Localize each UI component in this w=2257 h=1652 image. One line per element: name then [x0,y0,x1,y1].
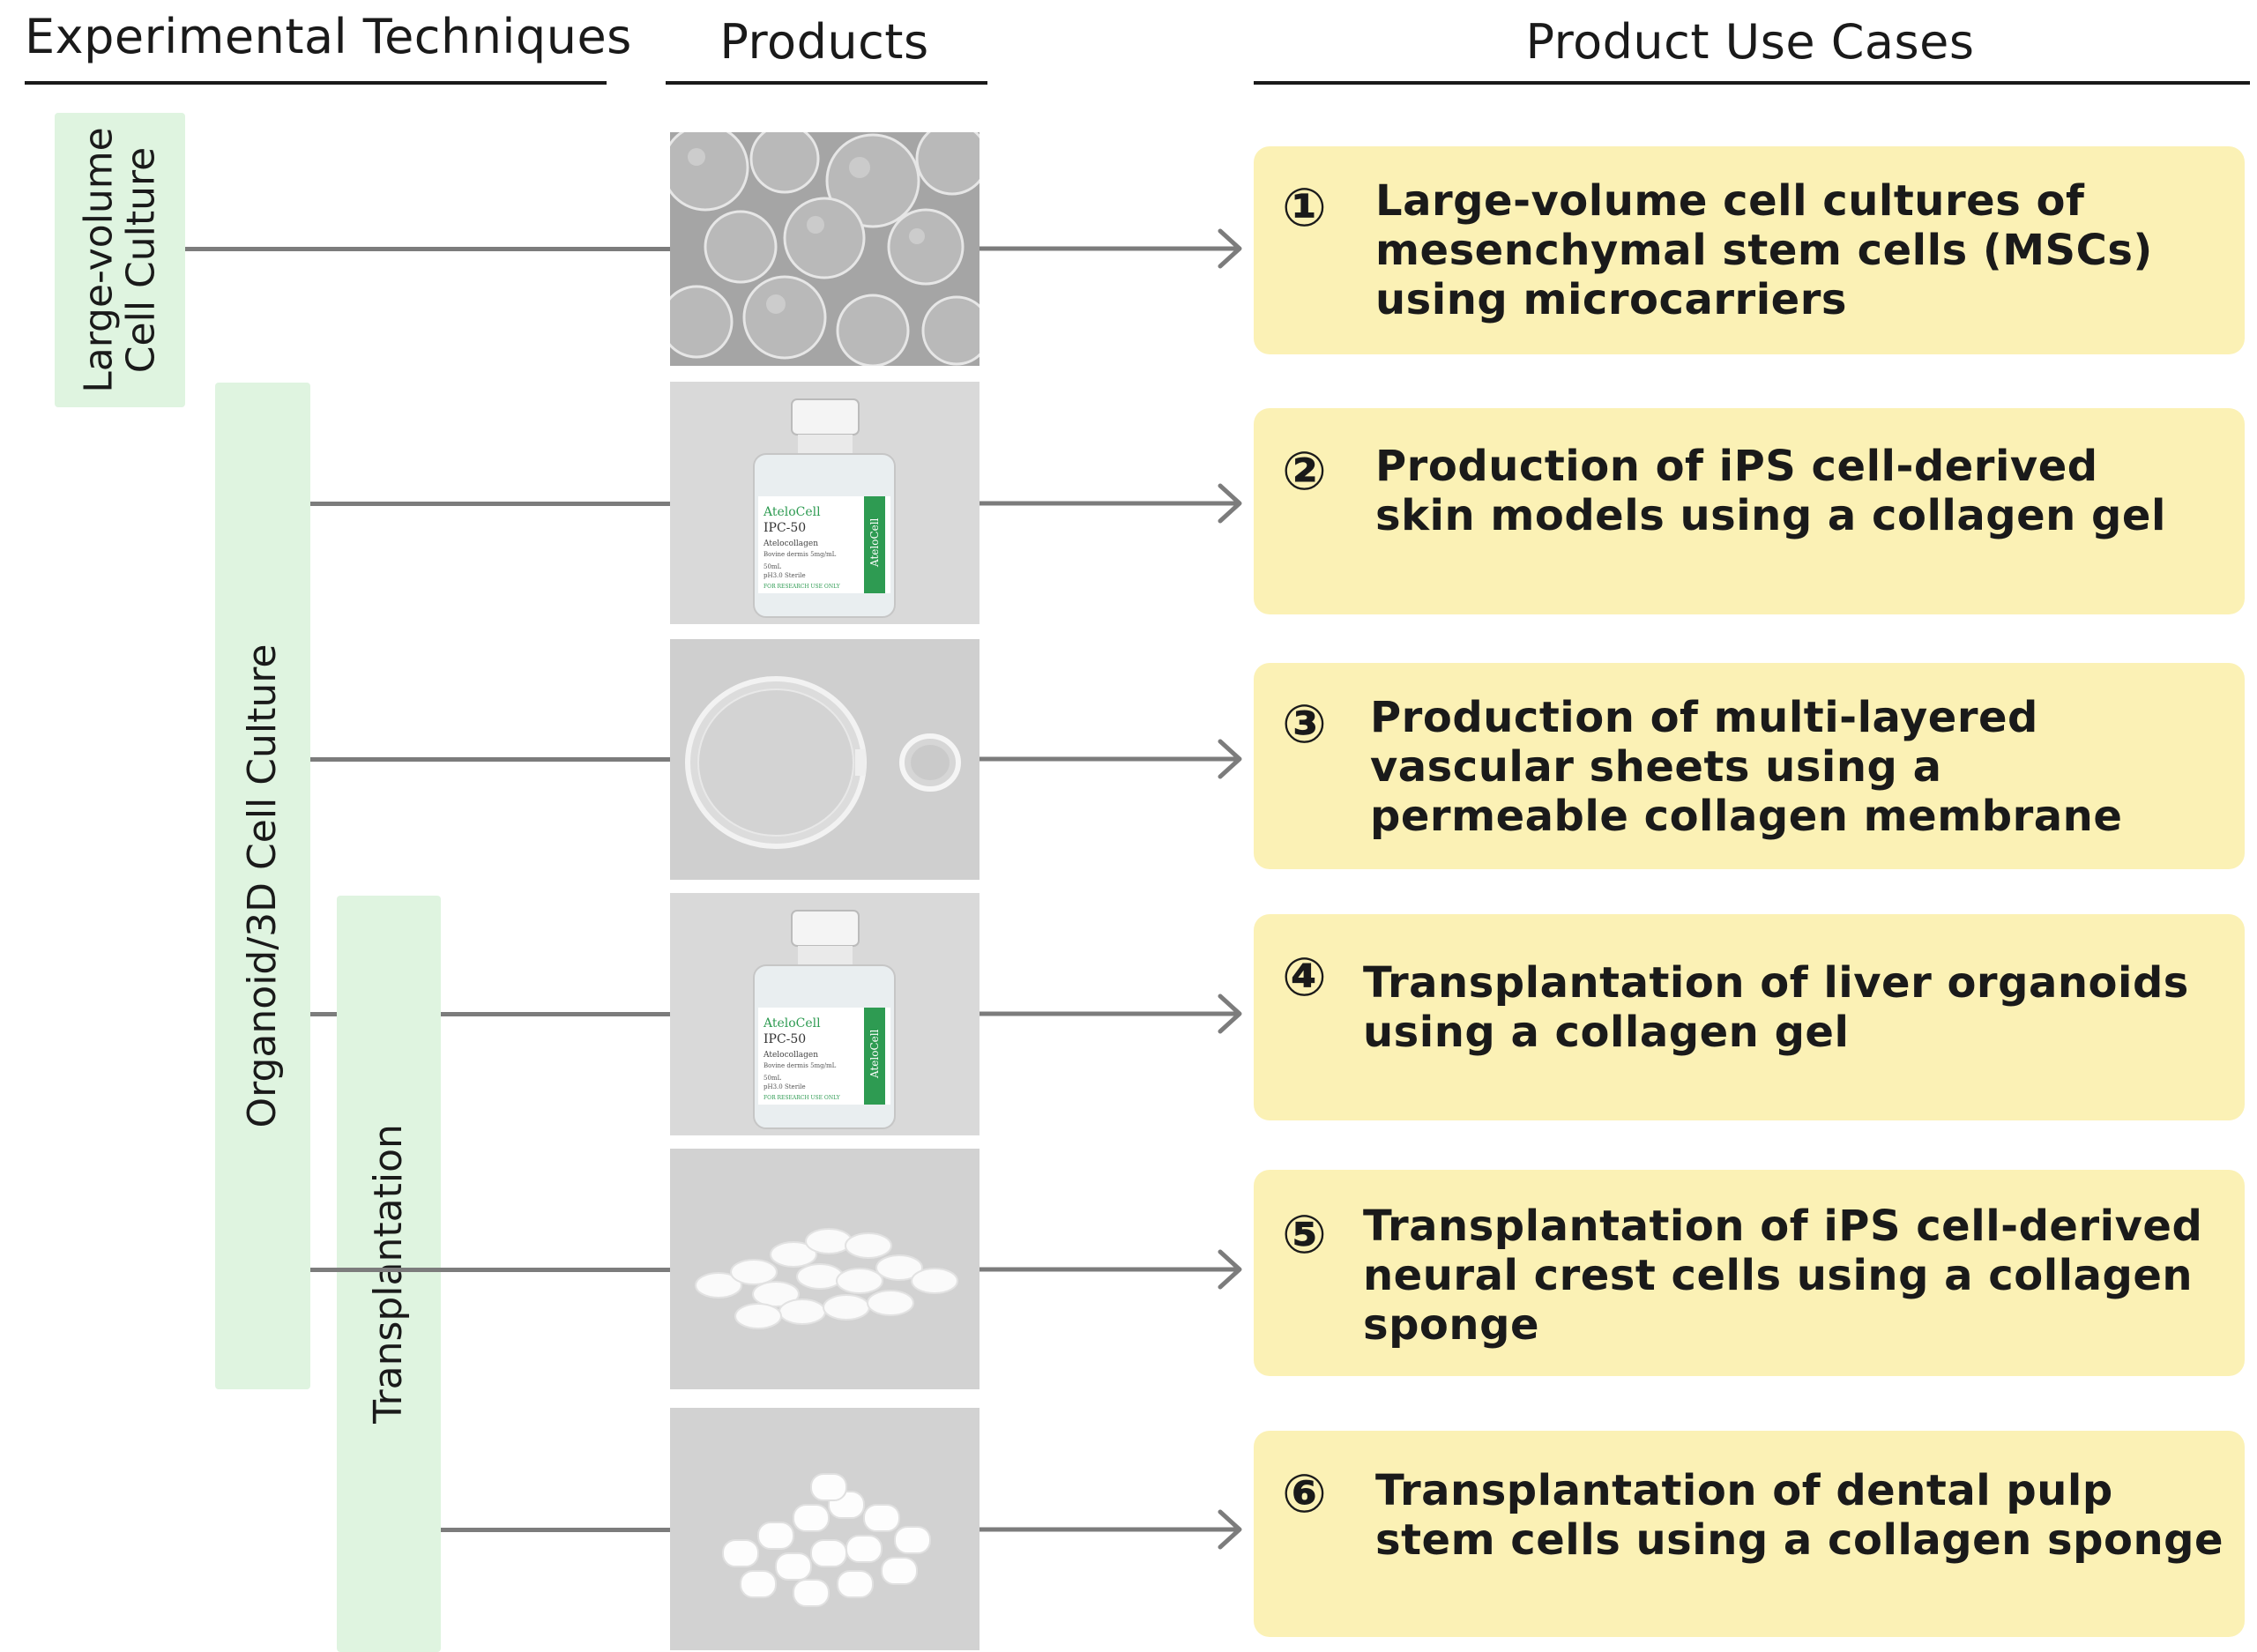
header-experimental-techniques: Experimental Techniques [25,9,632,64]
svg-text:FOR RESEARCH USE ONLY: FOR RESEARCH USE ONLY [764,584,841,590]
product-collagen-gel-bottle-image: AteloCell IPC-50 Atelocollagen Bovine de… [670,893,980,1135]
svg-text:Bovine dermis 5mg/mL: Bovine dermis 5mg/mL [764,551,837,558]
technique-transplantation: Transplantation [337,896,441,1652]
arrow-3 [977,739,1242,779]
svg-text:pH3.0 Sterile: pH3.0 Sterile [764,1083,806,1090]
svg-text:50mL: 50mL [764,563,782,570]
use-case-text: Production of iPS cell-derived skin mode… [1375,442,2166,540]
use-case-number: ③ [1282,694,1327,755]
bottle-label-text: AteloCell IPC-50 Atelocollagen Bovine de… [763,1016,881,1101]
use-case-text: Transplantation of liver organoids using… [1363,958,2189,1057]
connector-line [441,1528,670,1532]
product-microcarrier-image [670,132,980,366]
use-case-text: Production of multi-layered vascular she… [1370,693,2123,841]
svg-text:IPC-50: IPC-50 [764,1032,806,1046]
arrow-1 [977,228,1242,269]
svg-text:FOR RESEARCH USE ONLY: FOR RESEARCH USE ONLY [764,1095,841,1101]
product-collagen-sponge-discs-image [670,1149,980,1389]
bottle-icon: AteloCell IPC-50 Atelocollagen Bovine de… [670,382,980,624]
product-collagen-sponge-cylinders-image [670,1408,980,1650]
use-case-text: Large-volume cell cultures of mesenchyma… [1375,176,2153,324]
use-case-number: ④ [1282,947,1327,1008]
svg-text:pH3.0 Sterile: pH3.0 Sterile [764,572,806,579]
connector-line [310,1012,337,1016]
arrow-5 [977,1249,1242,1290]
connector-line [441,1012,670,1016]
header-product-use-cases: Product Use Cases [1525,14,1975,70]
use-case-5: ⑤ Transplantation of iPS cell-derived ne… [1254,1170,2245,1376]
svg-text:50mL: 50mL [764,1075,782,1082]
svg-text:Bovine dermis 5mg/mL: Bovine dermis 5mg/mL [764,1062,837,1069]
svg-text:IPC-50: IPC-50 [764,521,806,535]
connector-line [310,757,670,762]
svg-text:AteloCell: AteloCell [868,1029,881,1079]
use-case-number: ② [1282,441,1327,502]
arrow-6 [977,1509,1242,1550]
product-collagen-membrane-image [670,639,980,880]
header-use-cases-rule [1254,81,2250,85]
use-case-3: ③ Production of multi-layered vascular s… [1254,663,2245,869]
arrow-4 [977,993,1242,1034]
technique-large-volume-cell-culture: Large-volume Cell Culture [55,113,185,407]
use-case-number: ⑥ [1282,1463,1327,1525]
header-techniques-rule [25,81,607,85]
use-case-6: ⑥ Transplantation of dental pulp stem ce… [1254,1431,2245,1637]
use-case-number: ⑤ [1282,1204,1327,1266]
use-case-number: ① [1282,177,1327,239]
svg-text:AteloCell: AteloCell [868,517,881,568]
bottle-label-text: AteloCell IPC-50 Atelocollagen Bovine de… [763,505,881,590]
header-products-rule [666,81,987,85]
microcarrier-beads-icon [670,132,980,366]
connector-line [185,247,670,251]
svg-text:AteloCell: AteloCell [763,505,821,519]
technique-organoid-3d-cell-culture: Organoid/3D Cell Culture [215,383,310,1389]
membrane-dish-icon [670,639,980,880]
header-products: Products [719,14,929,70]
connector-line [310,1268,670,1272]
svg-text:Atelocollagen: Atelocollagen [763,540,818,548]
product-collagen-gel-bottle-image: AteloCell IPC-50 Atelocollagen Bovine de… [670,382,980,624]
sponge-cylinders-icon [670,1408,980,1650]
use-case-2: ② Production of iPS cell-derived skin mo… [1254,408,2245,614]
sponge-discs-icon [670,1149,980,1389]
connector-line [310,502,670,506]
use-case-4: ④ Transplantation of liver organoids usi… [1254,914,2245,1120]
use-case-1: ① Large-volume cell cultures of mesenchy… [1254,146,2245,354]
use-case-text: Transplantation of iPS cell-derived neur… [1363,1202,2203,1350]
arrow-2 [977,483,1242,524]
use-case-text: Transplantation of dental pulp stem cell… [1375,1466,2224,1565]
bottle-icon: AteloCell IPC-50 Atelocollagen Bovine de… [670,893,980,1135]
svg-text:Atelocollagen: Atelocollagen [763,1051,818,1060]
svg-text:AteloCell: AteloCell [763,1016,821,1031]
